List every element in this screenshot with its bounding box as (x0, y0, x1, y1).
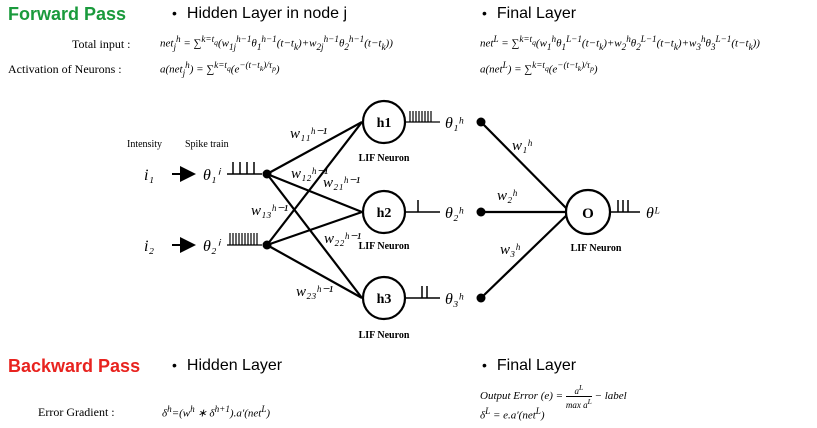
error-gradient-equation: δh=(wh ∗ δh+1).a′(netL) (162, 404, 271, 420)
bullet-icon: • (172, 357, 177, 373)
weight-w22: w₂₂ʰ⁻¹ (324, 231, 362, 247)
output-theta: θᴸ (646, 205, 660, 222)
input-2-theta: θ₂ⁱ (203, 238, 221, 255)
output-neuron-caption: LIF Neuron (571, 243, 622, 254)
input-1-label: i₁ (144, 167, 154, 184)
weight-w23: w₂₃ʰ⁻¹ (296, 284, 334, 300)
spike-train-label: Spike train (185, 139, 229, 150)
forward-pass-title: Forward Pass (8, 4, 127, 24)
hidden-neuron-h1-label: h1 (377, 116, 392, 131)
hidden-activation-equation: a(netjh) = ∑k=tq(e−(t−tk)/τp) (160, 60, 280, 78)
hidden-neuron-h2-label: h2 (377, 206, 392, 221)
total-input-label: Total input : (72, 37, 131, 51)
output-neuron-label: O (582, 206, 594, 222)
backward-final-heading-text: Final Layer (496, 357, 577, 374)
hidden-theta-1: θ₁ʰ (445, 115, 464, 132)
input-1-spike-train (227, 162, 262, 175)
hidden-neuron-h3-caption: LIF Neuron (359, 330, 410, 341)
weight-w12: w₁₂ʰ⁻¹ (291, 166, 329, 182)
input-2-spike-train (227, 233, 262, 246)
delta-L-equation: δL = e.a′(netL) (480, 406, 545, 422)
backward-pass-title: Backward Pass (8, 356, 141, 376)
input-hidden-connections (266, 121, 363, 299)
input-1-theta: θ₁ⁱ (203, 167, 221, 184)
hidden-neuron-h1-caption: LIF Neuron (359, 153, 410, 164)
input-2-label: i₂ (144, 238, 154, 255)
error-gradient-label: Error Gradient : (38, 405, 115, 419)
activation-label: Activation of Neurons : (8, 62, 122, 76)
intensity-label: Intensity (127, 139, 162, 150)
h2-spike-train (405, 200, 440, 213)
backward-hidden-heading: • Hidden Layer (172, 357, 282, 375)
hidden-output-connections (480, 121, 571, 299)
bullet-icon: • (482, 5, 487, 21)
forward-hidden-heading: • Hidden Layer in node j (172, 5, 347, 23)
hidden-theta-2: θ₂ʰ (445, 205, 464, 222)
forward-hidden-heading-text: Hidden Layer in node j (186, 5, 348, 22)
hidden-theta-3: θ₃ʰ (445, 291, 464, 308)
forward-final-heading-text: Final Layer (496, 5, 577, 22)
bullet-icon: • (172, 5, 177, 21)
weight-w3h: w₃ʰ (500, 242, 520, 258)
backward-hidden-heading-text: Hidden Layer (186, 357, 283, 374)
h3-spike-train (405, 286, 440, 299)
bullet-icon: • (482, 357, 487, 373)
hidden-neuron-h3-label: h3 (377, 292, 392, 307)
backward-final-heading: • Final Layer (482, 357, 576, 375)
weight-w2h: w₂ʰ (497, 188, 517, 204)
hidden-neuron-h2-caption: LIF Neuron (359, 241, 410, 252)
weight-w11: w₁₁ʰ⁻¹ (290, 126, 328, 142)
weight-w21: w₂₁ʰ⁻¹ (323, 175, 361, 191)
final-total-input-equation: netL = ∑k=tq(w1hθ1L−1(t−tk)+w2hθ2L−1(t−t… (480, 34, 760, 52)
forward-final-heading: • Final Layer (482, 5, 576, 23)
final-activation-equation: a(netL) = ∑k=tq(e−(t−tk)/τp) (480, 60, 598, 76)
weight-w13: w₁₃ʰ⁻¹ (251, 203, 289, 219)
output-spike-train (610, 200, 640, 213)
hidden-total-input-equation: netjh = ∑k=tq(w1jh−1θ1h−1(t−tk)+w2jh−1θ2… (160, 34, 393, 52)
weight-w1h: w₁ʰ (512, 138, 532, 154)
h1-spike-train (405, 111, 440, 123)
